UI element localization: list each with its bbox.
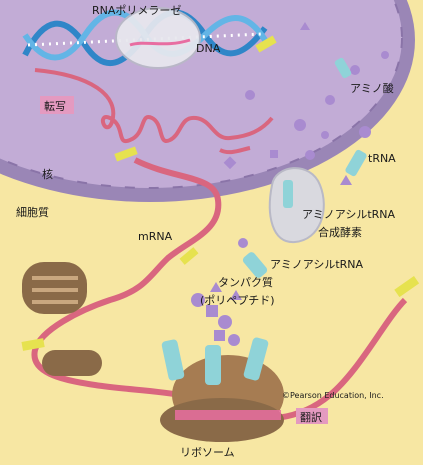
- amino-acid-dot: [359, 126, 371, 138]
- nucleus-label: 核: [42, 167, 53, 181]
- mitochondrion-2: [42, 350, 102, 376]
- synthetase-label-line2: 合成酵素: [318, 225, 362, 239]
- dna-label: DNA: [196, 42, 221, 55]
- aminoacyl-trna-label: アミノアシルtRNA: [270, 258, 364, 271]
- trna-label: tRNA: [368, 152, 396, 165]
- cytoplasm-label: 細胞質: [16, 205, 49, 219]
- copyright-text: ©Pearson Education, Inc.: [282, 391, 384, 400]
- aminoacyl-trna-synthetase: [270, 168, 324, 242]
- transcription-label: 転写: [44, 100, 66, 113]
- mitochondrion-1: [22, 262, 87, 314]
- amino-acid-dot: [350, 65, 360, 75]
- translation-label: 翻訳: [300, 410, 322, 424]
- amino-acid-dot: [294, 119, 306, 131]
- amino-acid-label: アミノ酸: [350, 81, 394, 95]
- protein-label-line2: (ポリペプチド): [200, 294, 275, 307]
- rna-polymerase: [116, 8, 200, 68]
- amino-acid-dot: [321, 131, 329, 139]
- synthetase-label-line1: アミノアシルtRNA: [302, 208, 396, 221]
- amino-acid-dot: [245, 90, 255, 100]
- amino-acid-dot: [305, 150, 315, 160]
- mrna-label: mRNA: [138, 230, 173, 243]
- ribosome-label: リボソーム: [180, 446, 235, 459]
- protein-label-line1: タンパク質: [218, 275, 273, 289]
- rna-polymerase-label: RNAポリメラーゼ: [92, 4, 181, 17]
- amino-acid-dot: [325, 95, 335, 105]
- amino-acid-square: [270, 150, 278, 158]
- amino-acid-dot: [381, 51, 389, 59]
